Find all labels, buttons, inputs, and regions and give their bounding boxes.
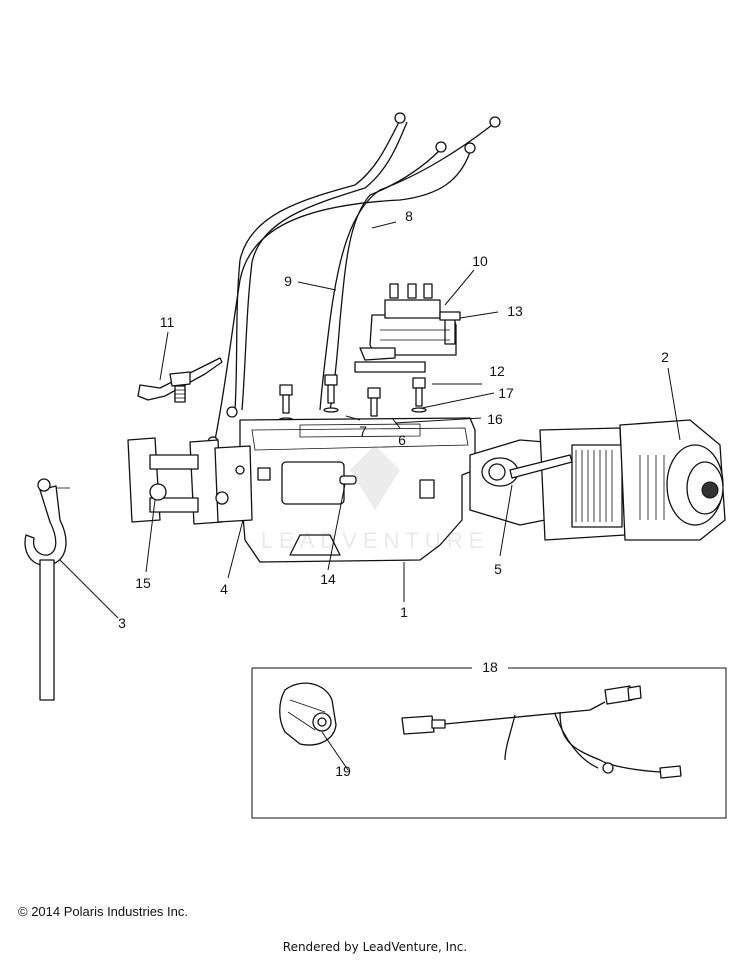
- callout-3: 3: [118, 615, 126, 631]
- callout-9: 9: [284, 273, 292, 289]
- wiring-harness: [401, 685, 682, 779]
- callout-labels: 1 2 3 4 5 6 7 8 9 10 11 12 13 14 15 16 1…: [118, 208, 669, 779]
- mount-pin: [339, 475, 357, 485]
- battery-cables: [207, 112, 501, 448]
- callout-8: 8: [405, 208, 413, 224]
- watermark-text: LEADVENTURE: [261, 528, 490, 553]
- winch-assembly: [469, 419, 726, 541]
- callout-15: 15: [135, 575, 151, 591]
- callout-12: 12: [489, 363, 505, 379]
- switch-harness-kit: [251, 667, 727, 819]
- rendered-by-notice: Rendered by LeadVenture, Inc.: [282, 940, 468, 954]
- handlebar-switch: [279, 682, 337, 746]
- wire-tie-clip: [137, 357, 223, 403]
- callout-19: 19: [335, 763, 351, 779]
- copyright-notice: © 2014 Polaris Industries Inc.: [18, 904, 188, 919]
- callout-13: 13: [507, 303, 523, 319]
- winch-mount-plate: [239, 417, 476, 563]
- callout-5: 5: [494, 561, 502, 577]
- roller-fairlead: [127, 437, 271, 525]
- watermark: LEADVENTURE: [261, 445, 490, 553]
- callout-17: 17: [498, 385, 514, 401]
- callout-11: 11: [160, 314, 175, 330]
- callout-1: 1: [400, 604, 408, 620]
- callout-2: 2: [661, 349, 669, 365]
- hardware-bolts: [278, 374, 427, 426]
- callout-10: 10: [472, 253, 488, 269]
- callout-4: 4: [220, 581, 228, 597]
- contactor-assembly: [354, 283, 461, 373]
- callout-18: 18: [482, 659, 498, 675]
- leader-lines: [59, 221, 681, 771]
- callout-14: 14: [320, 571, 336, 587]
- callout-16: 16: [487, 411, 503, 427]
- callout-6: 6: [398, 432, 406, 448]
- callout-7: 7: [359, 423, 367, 439]
- winch-hook: [24, 478, 70, 701]
